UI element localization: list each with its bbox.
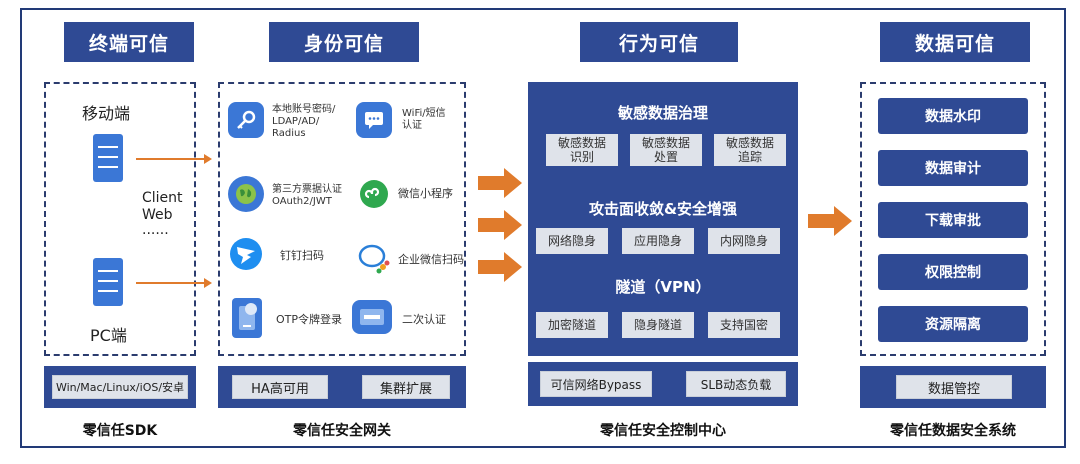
datasys-box (860, 82, 1046, 356)
app-stealth: 应用隐身 (622, 228, 694, 254)
sdk-box (44, 82, 196, 356)
header-identity: 身份可信 (269, 22, 419, 62)
client-label: Client (142, 190, 183, 206)
mobile-server-icon (93, 134, 123, 182)
sensitive-dispose: 敏感数据 处置 (630, 134, 702, 166)
section-sensitive-data: 敏感数据治理 (617, 104, 708, 122)
gateway-item-text: 第三方票据认证 OAuth2/JWT (272, 184, 342, 207)
download-approval: 下载审批 (878, 202, 1028, 238)
gateway-box (218, 82, 466, 356)
gateway-item-text: 微信小程序 (398, 187, 453, 200)
bypass-chip: 可信网络Bypass (540, 371, 652, 397)
slb-chip: SLB动态负载 (686, 371, 786, 397)
platforms-chip: Win/Mac/Linux/iOS/安卓 (52, 375, 188, 399)
header-data: 数据可信 (880, 22, 1030, 62)
sensitive-identify: 敏感数据 识别 (546, 134, 618, 166)
gateway-item-text: 企业微信扫码 (398, 253, 464, 266)
encrypted-tunnel: 加密隧道 (536, 312, 608, 338)
flow-arrow-3 (478, 252, 522, 282)
data-manage-chip: 数据管控 (896, 375, 1012, 399)
pc-label: PC端 (90, 326, 127, 345)
control-footer: 零信任安全控制中心 (600, 423, 726, 439)
pc-server-icon (93, 258, 123, 306)
permission-control: 权限控制 (878, 254, 1028, 290)
second-auth-icon (352, 300, 392, 334)
gateway-item-text: 钉钉扫码 (280, 249, 324, 262)
ha-chip: HA高可用 (232, 375, 328, 399)
chat-icon (356, 102, 392, 138)
stealth-tunnel: 隐身隧道 (622, 312, 694, 338)
sdk-footer: 零信任SDK (82, 423, 158, 439)
section-tunnel: 隧道（VPN） (615, 278, 711, 296)
flow-arrow-2 (478, 210, 522, 240)
gateway-footer: 零信任安全网关 (293, 423, 391, 439)
otp-icon (232, 298, 262, 338)
mobile-label: 移动端 (82, 104, 131, 123)
wecom-icon (356, 240, 392, 276)
pc-arrow-line (136, 282, 206, 284)
flow-arrow-4 (808, 206, 852, 236)
national-crypto: 支持国密 (708, 312, 780, 338)
web-label: Web (142, 207, 173, 223)
mobile-arrow-line (136, 158, 206, 160)
resource-isolation: 资源隔离 (878, 306, 1028, 342)
key-icon (228, 102, 264, 138)
control-center-box: 敏感数据治理 敏感数据 识别 敏感数据 处置 敏感数据 追踪 攻击面收敛&安全增… (528, 82, 798, 356)
header-behavior: 行为可信 (580, 22, 738, 62)
pc-arrow-head (204, 278, 212, 288)
gateway-item-text: WiFi/短信 认证 (402, 108, 446, 131)
network-stealth: 网络隐身 (536, 228, 608, 254)
datasys-footer: 零信任数据安全系统 (890, 423, 1016, 439)
data-audit: 数据审计 (878, 150, 1028, 186)
globe-icon (228, 176, 264, 212)
sensitive-track: 敏感数据 追踪 (714, 134, 786, 166)
section-attack-surface: 攻击面收敛&安全增强 (588, 200, 738, 218)
data-watermark: 数据水印 (878, 98, 1028, 134)
gateway-item-text: OTP令牌登录 (276, 313, 343, 326)
miniprogram-icon (356, 176, 392, 212)
gateway-item-text: 本地账号密码/ LDAP/AD/ Radius (272, 104, 336, 139)
cluster-chip: 集群扩展 (362, 375, 450, 399)
flow-arrow-1 (478, 168, 522, 198)
dingtalk-icon (228, 236, 264, 272)
diagram-frame (20, 8, 1066, 448)
ellipsis-label: ...... (142, 222, 169, 238)
mobile-arrow-head (204, 154, 212, 164)
intranet-stealth: 内网隐身 (708, 228, 780, 254)
gateway-item-text: 二次认证 (402, 313, 446, 326)
header-terminal: 终端可信 (64, 22, 194, 62)
